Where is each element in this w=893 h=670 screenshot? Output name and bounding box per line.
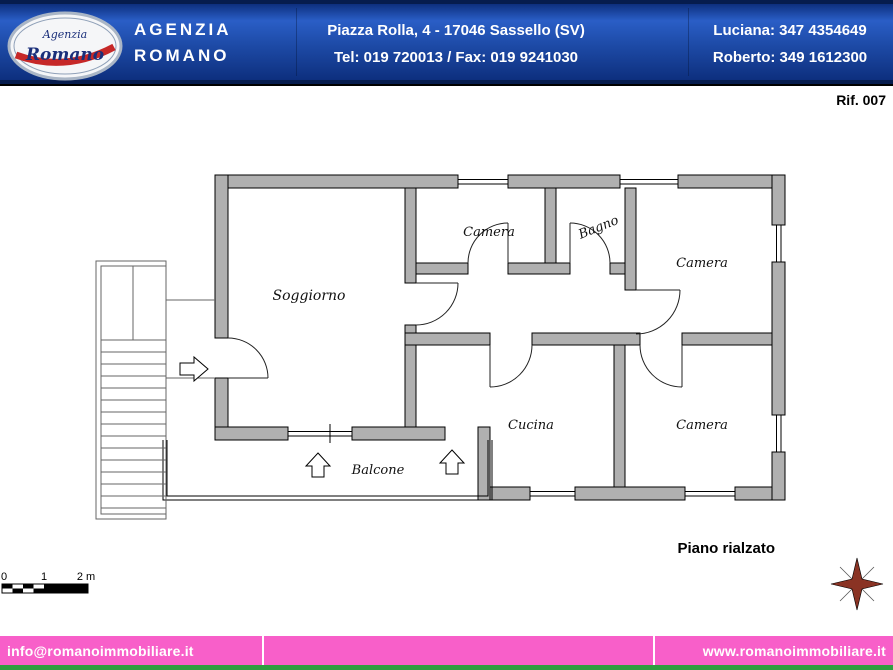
contact-luciana: Luciana: 347 4354649 xyxy=(713,22,867,39)
balcony-arrow-2-icon xyxy=(438,449,466,475)
entrance-arrow-icon xyxy=(179,355,209,383)
footer: info@romanoimmobiliare.it www.romanoimmo… xyxy=(0,636,893,665)
contact-roberto: Roberto: 349 1612300 xyxy=(712,49,868,66)
entrance-arrows xyxy=(179,355,466,478)
agency-name-line1: AGENZIA xyxy=(134,20,232,39)
header-divider-left xyxy=(296,8,297,76)
balcony-arrow-icon xyxy=(304,452,332,478)
logo-text-bottom: Romano xyxy=(25,45,104,65)
room-label-soggiorno: Soggiorno xyxy=(273,288,346,304)
room-label-camera-right-bottom: Camera xyxy=(676,418,728,433)
agency-name: AGENZIA ROMANO xyxy=(134,17,232,69)
footer-email-link[interactable]: info@romanoimmobiliare.it xyxy=(7,642,194,659)
balcony-railing xyxy=(162,440,493,501)
reference-number: Rif. 007 xyxy=(836,92,886,108)
room-label-bagno: Bagno xyxy=(576,213,621,243)
room-label-balcone: Balcone xyxy=(351,463,405,478)
doors-layer xyxy=(227,222,683,388)
header-divider-right xyxy=(688,8,689,76)
agency-logo: Agenzia Romano xyxy=(7,11,123,81)
address-block: Piazza Rolla, 4 - 17046 Sassello (SV) Te… xyxy=(300,17,612,71)
footer-separator-right xyxy=(653,636,655,665)
room-labels: Soggiorno Camera Bagno Camera Cucina Cam… xyxy=(273,213,728,478)
windows-layer xyxy=(287,175,785,500)
logo-inner-ring xyxy=(13,17,117,75)
floor-name: Piano rialzato xyxy=(677,540,775,557)
room-label-cucina: Cucina xyxy=(508,418,554,433)
logo-text-top: Agenzia xyxy=(42,28,87,41)
phone-line: Tel: 019 720013 / Fax: 019 9241030 xyxy=(333,49,579,66)
header: Agenzia Romano AGENZIA ROMANO Piazza Rol… xyxy=(0,0,893,84)
agency-name-line2: ROMANO xyxy=(134,46,230,65)
address-line: Piazza Rolla, 4 - 17046 Sassello (SV) xyxy=(327,22,585,39)
header-bottom-rule xyxy=(0,84,893,86)
footer-green-bar xyxy=(0,665,893,670)
room-label-camera-right-top: Camera xyxy=(676,256,728,271)
room-label-camera-top: Camera xyxy=(463,225,515,240)
compass-rose-icon xyxy=(830,557,884,611)
scale-tick-0: 0 xyxy=(1,571,7,583)
scale-tick-2: 2 m xyxy=(77,571,95,583)
scale-tick-1: 1 xyxy=(41,571,47,583)
scale-bar: 0 1 2 m xyxy=(1,571,95,594)
walls-layer xyxy=(214,174,786,501)
footer-website-link[interactable]: www.romanoimmobiliare.it xyxy=(702,642,886,659)
staircase xyxy=(95,260,215,520)
contact-block: Luciana: 347 4354649 Roberto: 349 161230… xyxy=(694,17,886,71)
footer-separator-left xyxy=(262,636,264,665)
logo-ribbon xyxy=(14,43,116,66)
